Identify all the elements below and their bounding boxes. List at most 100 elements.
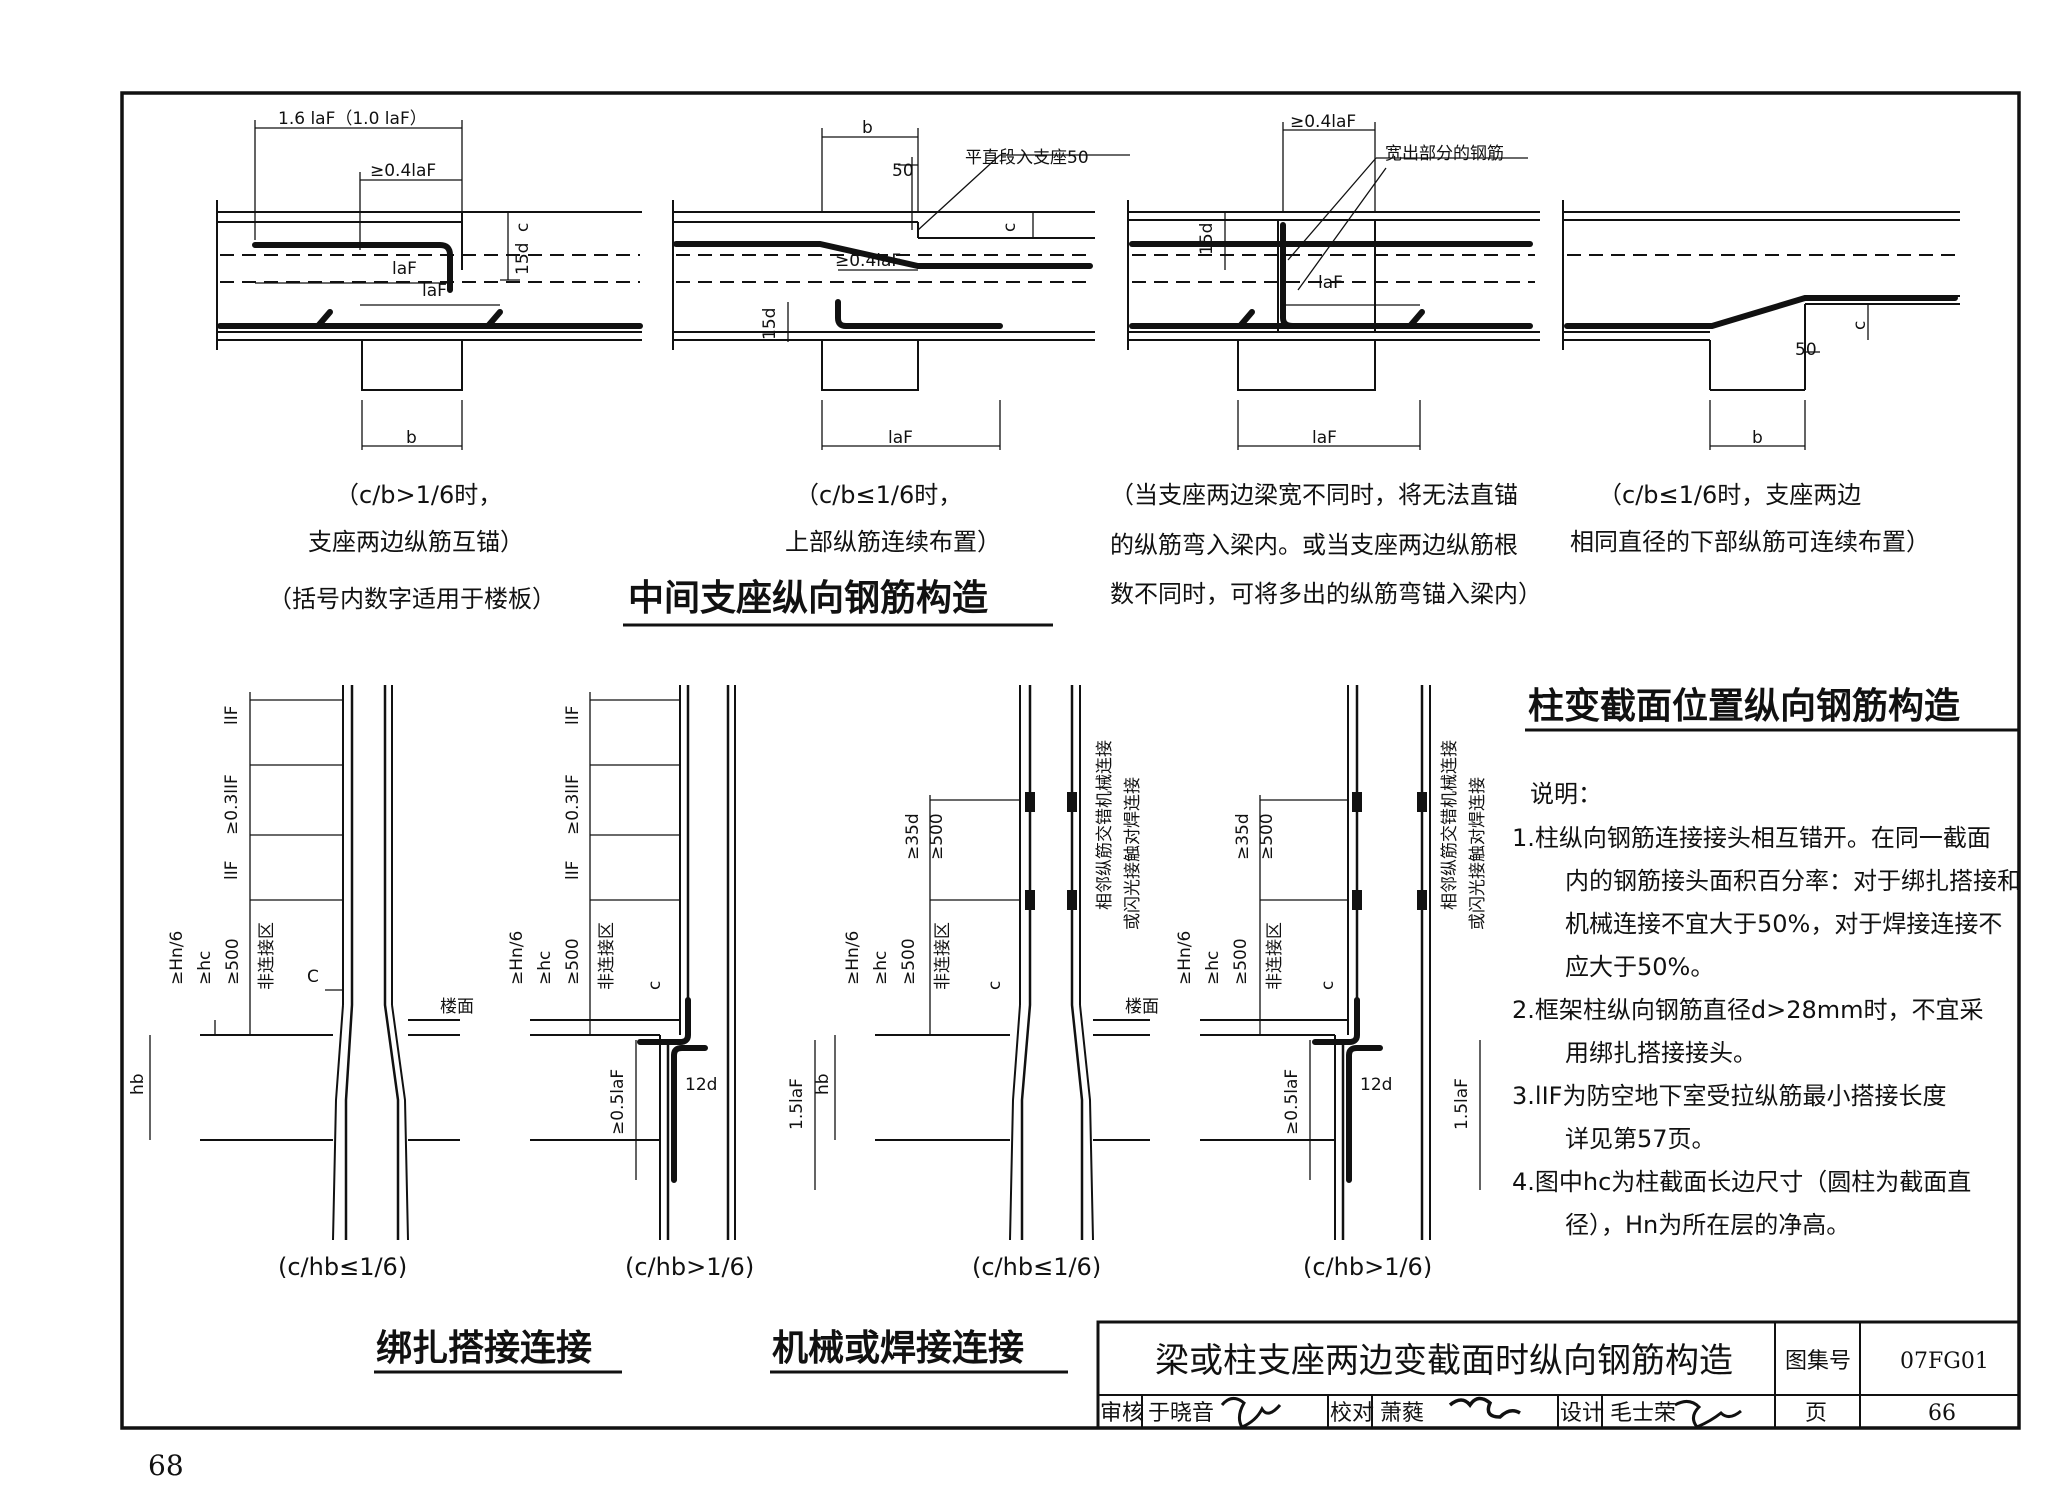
title-block-main: 梁或柱支座两边变截面时纵向钢筋构造 — [1155, 1341, 1733, 1381]
d2-caption-2: 上部纵筋连续布置） — [785, 528, 1001, 556]
d3-caption-2: 的纵筋弯入梁内。或当支座两边纵筋根 — [1110, 531, 1518, 559]
c3-fjj: 非连接区 — [933, 922, 953, 990]
signature-designer — [1674, 1400, 1742, 1429]
note-line-10: 径），Hn为所在层的净高。 — [1565, 1211, 1850, 1239]
d4-dim-b: b — [1752, 428, 1763, 448]
sheet-border — [120, 91, 2021, 1430]
column-3 — [834, 685, 1150, 1241]
c3-loumian: 楼面 — [1125, 997, 1159, 1017]
d2-dim-50: 50 — [892, 161, 914, 181]
c2-fjj: 非连接区 — [597, 922, 617, 990]
c3-hn: ≥Hn/6 — [843, 931, 863, 985]
signature-checker — [1448, 1396, 1521, 1419]
c3-500: ≥500 — [899, 938, 919, 985]
title-block — [1096, 1320, 2021, 1430]
c4-hn: ≥Hn/6 — [1175, 931, 1195, 985]
c3-hb: hb — [813, 1073, 833, 1095]
d2-dim-c: c — [1000, 223, 1020, 232]
d3-caption-1: （当支座两边梁宽不同时，将无法直锚 — [1110, 481, 1518, 509]
c2-l05: ≥0.5laF — [608, 1069, 628, 1135]
d2-caption-1: （c/b≤1/6时， — [795, 481, 962, 509]
designer-name: 毛士荣 — [1610, 1401, 1676, 1426]
note-line-4: 应大于50%。 — [1565, 953, 1714, 981]
c1-hb: hb — [128, 1073, 148, 1095]
c1-lif-1: lIF — [222, 705, 242, 725]
note-line-7: 3.lIF为防空地下室受拉纵筋最小搭接长度 — [1512, 1082, 1946, 1110]
diagram-3 — [1127, 122, 1540, 450]
c1-lif-2: lIF — [222, 860, 242, 880]
c3-500a: ≥500 — [927, 813, 947, 860]
checker-label: 校对 — [1330, 1401, 1374, 1426]
d3-dim-laf2: laF — [1312, 428, 1337, 448]
c3-caption: (c/hb≤1/6) — [972, 1253, 1101, 1281]
c2-l03: ≥0.3lIF — [563, 774, 583, 835]
d2-label-pingzhi: 平直段入支座50 — [965, 148, 1089, 168]
c2-caption: (c/hb>1/6) — [625, 1253, 754, 1281]
c1-500: ≥500 — [223, 938, 243, 985]
signature-reviewer — [1220, 1397, 1282, 1429]
c4-l15: 1.5laF — [1452, 1078, 1472, 1130]
d4-caption-2: 相同直径的下部纵筋可连续布置） — [1570, 528, 1930, 556]
atlas-number-label: 图集号 — [1785, 1349, 1851, 1374]
d1-caption-3: （括号内数字适用于楼板） — [268, 585, 556, 613]
d1-dim-c: c — [513, 223, 533, 232]
c3-note-2: 或闪光接触对焊连接 — [1123, 777, 1143, 930]
diagram-4 — [1562, 200, 1960, 450]
notes-head: 说明： — [1530, 780, 1602, 808]
note-line-1: 1.柱纵向钢筋连接接头相互错开。在同一截面 — [1512, 824, 1991, 852]
c4-caption: (c/hb>1/6) — [1303, 1253, 1432, 1281]
d3-dim-laf1: laF — [1318, 273, 1343, 293]
diagram-2 — [672, 128, 1130, 450]
note-line-9: 4.图中hc为柱截面长边尺寸（圆柱为截面直 — [1512, 1168, 1971, 1196]
column-4 — [1200, 685, 1481, 1240]
checker-name: 萧蕤 — [1380, 1401, 1424, 1426]
column-1 — [149, 685, 460, 1241]
d2-dim-04: ≥0.4laF — [835, 251, 901, 271]
note-line-8: 详见第57页。 — [1565, 1125, 1716, 1153]
c4-12d: 12d — [1360, 1075, 1392, 1095]
d1-caption-2: 支座两边纵筋互锚） — [308, 528, 524, 556]
d1-dim-laf1: laF — [392, 259, 417, 279]
page-number: 68 — [148, 1449, 184, 1482]
c3-note-1: 相邻纵筋交错机械连接 — [1095, 740, 1115, 910]
note-line-6: 用绑扎搭接接头。 — [1565, 1039, 1757, 1067]
reviewer-name: 于晓音 — [1148, 1401, 1214, 1426]
d1-dim-laf2: laF — [422, 281, 447, 301]
d2-dim-15d: 15d — [760, 308, 780, 340]
c4-35d: ≥35d — [1233, 813, 1253, 860]
c3-hc: ≥hc — [871, 951, 891, 985]
note-line-5: 2.框架柱纵向钢筋直径d>28mm时，不宜采 — [1512, 996, 1984, 1024]
c1-C: C — [307, 967, 319, 987]
designer-label: 设计 — [1560, 1401, 1604, 1426]
c3-35d: ≥35d — [903, 813, 923, 860]
c2-lif-2: lIF — [563, 860, 583, 880]
c4-note-1: 相邻纵筋交错机械连接 — [1440, 740, 1460, 910]
c2-500: ≥500 — [563, 938, 583, 985]
c1-caption: (c/hb≤1/6) — [278, 1253, 407, 1281]
c3-c: c — [985, 981, 1005, 990]
d2-dim-b: b — [862, 118, 873, 138]
c2-lif-1: lIF — [563, 705, 583, 725]
sub-title-right: 机械或焊接连接 — [772, 1328, 1024, 1369]
c1-hn: ≥Hn/6 — [167, 931, 187, 985]
note-line-2: 内的钢筋接头面积百分率：对于绑扎搭接和 — [1565, 867, 2021, 895]
c4-fjj: 非连接区 — [1265, 922, 1285, 990]
c2-c: c — [645, 981, 665, 990]
reviewer-label: 审核 — [1100, 1401, 1144, 1426]
c1-l03: ≥0.3lIF — [222, 774, 242, 835]
c4-c: c — [1318, 981, 1338, 990]
page-value: 66 — [1928, 1401, 1956, 1426]
d3-dim-04: ≥0.4laF — [1290, 112, 1356, 132]
title-col: 柱变截面位置纵向钢筋构造 — [1528, 685, 1960, 727]
c4-500: ≥500 — [1231, 938, 1251, 985]
note-line-3: 机械连接不宜大于50%，对于焊接连接不 — [1565, 910, 2002, 938]
diagram-1 — [216, 120, 643, 450]
page-label: 页 — [1805, 1401, 1827, 1426]
d1-caption-1: （c/b>1/6时， — [335, 481, 502, 509]
atlas-number-value: 07FG01 — [1900, 1349, 1989, 1374]
c4-hc: ≥hc — [1203, 951, 1223, 985]
c1-fjj: 非连接区 — [257, 922, 277, 990]
d1-dim-15d: 15d — [513, 243, 533, 275]
